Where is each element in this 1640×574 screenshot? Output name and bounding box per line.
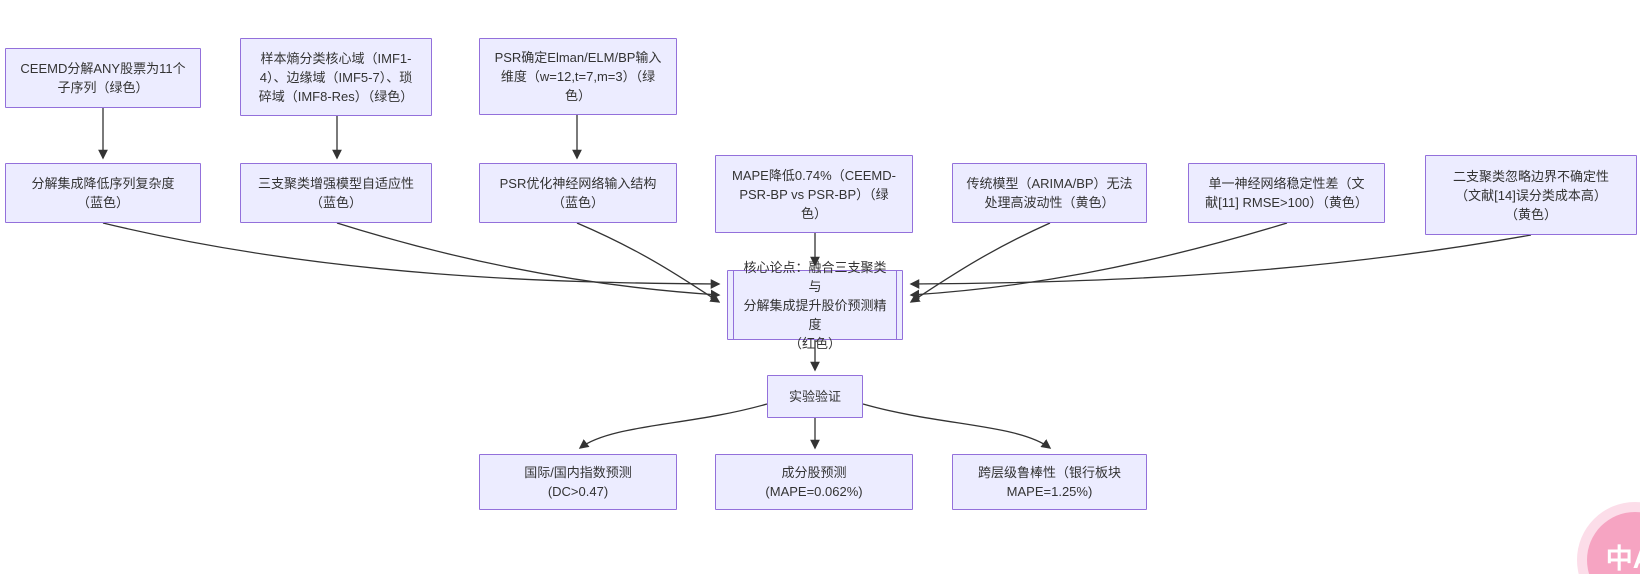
node-psr-input-dimension: PSR确定Elman/ELM/BP输入 维度（w=12,t=7,m=3）（绿 色… bbox=[479, 38, 677, 115]
node-cross-level-robustness: 跨层级鲁棒性（银行板块 MAPE=1.25%) bbox=[952, 454, 1147, 510]
node-experiment-validation: 实验验证 bbox=[767, 375, 863, 418]
edge-traditional-core bbox=[909, 222, 1051, 303]
edge-twoway-core bbox=[909, 234, 1532, 289]
node-single-nn-stability: 单一神经网络稳定性差（文 献[11] RMSE>100）（黄色） bbox=[1188, 163, 1385, 223]
node-core-thesis: 核心论点：融合三支聚类与 分解集成提升股价预测精度 （红色） bbox=[727, 260, 903, 351]
node-index-prediction: 国际/国内指数预测 (DC>0.47) bbox=[479, 454, 677, 510]
node-psr-optimization: PSR优化神经网络输入结构 （蓝色） bbox=[479, 163, 677, 223]
node-ceemd-decomposition: CEEMD分解ANY股票为11个 子序列（绿色） bbox=[5, 48, 201, 108]
node-two-way-clustering: 二支聚类忽略边界不确定性 （文献[14]误分类成本高） （黄色） bbox=[1425, 155, 1637, 235]
edge-threeway-core bbox=[336, 222, 721, 300]
node-sample-entropy: 样本熵分类核心域（IMF1- 4）、边缘域（IMF5-7）、琐 碎域（IMF8-… bbox=[240, 38, 432, 116]
edge-experiment-robust bbox=[862, 403, 1052, 449]
translate-badge-button[interactable]: 中A bbox=[1587, 512, 1640, 574]
edge-experiment-index bbox=[578, 403, 768, 449]
edge-psropt-core bbox=[576, 222, 721, 303]
edge-decomp-core bbox=[102, 222, 721, 289]
edge-singlenn-core bbox=[909, 222, 1288, 300]
node-decomp-ensemble: 分解集成降低序列复杂度 （蓝色） bbox=[5, 163, 201, 223]
node-mape-reduction: MAPE降低0.74%（CEEMD- PSR-BP vs PSR-BP）（绿 色… bbox=[715, 155, 913, 233]
translate-badge-label: 中A bbox=[1605, 543, 1640, 574]
node-three-way-clustering: 三支聚类增强模型自适应性 （蓝色） bbox=[240, 163, 432, 223]
node-traditional-models: 传统模型（ARIMA/BP）无法 处理高波动性（黄色） bbox=[952, 163, 1147, 223]
node-stock-prediction: 成分股预测 (MAPE=0.062%) bbox=[715, 454, 913, 510]
